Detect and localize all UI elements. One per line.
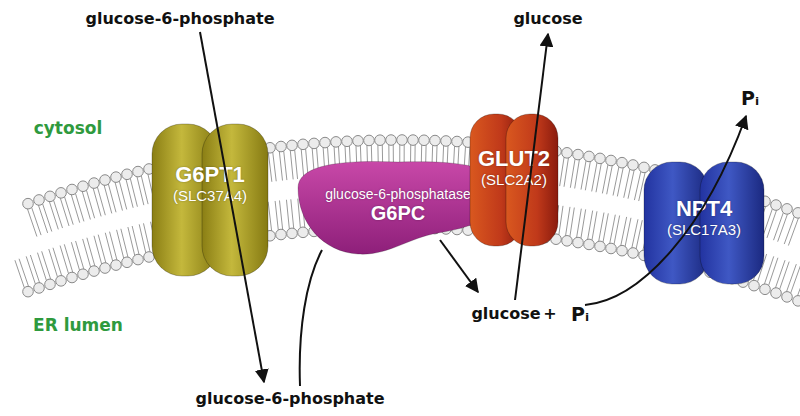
lipid-head: [397, 135, 408, 146]
lipid-head: [584, 239, 595, 250]
lipid-head: [573, 237, 584, 248]
lipid-head: [89, 266, 100, 277]
lipid-head: [419, 135, 430, 146]
lipid-head: [56, 188, 67, 199]
compartment-label: ER lumen: [33, 315, 123, 335]
lipid-head: [430, 135, 441, 146]
protein-name: G6PC: [371, 202, 425, 225]
lipid-head: [133, 166, 144, 177]
lipid-head: [452, 136, 463, 147]
lipid-head: [771, 288, 782, 299]
lipid-head: [595, 153, 606, 164]
lipid-head: [287, 140, 298, 151]
metabolite-label: glucose: [513, 9, 582, 28]
lipid-head: [562, 236, 573, 247]
lipid-head: [45, 191, 56, 202]
lipid-head: [111, 172, 122, 183]
transport-arrow: [515, 34, 548, 300]
lipid-head: [353, 136, 364, 147]
lipid-head: [100, 175, 111, 186]
lipid-head: [782, 204, 793, 215]
lipid-head: [595, 241, 606, 252]
metabolite-label: +: [543, 304, 556, 323]
metabolite-label: Pᵢ: [571, 303, 589, 325]
metabolite-label: glucose-6-phosphate: [85, 9, 274, 28]
lipid-head: [122, 257, 133, 268]
lipid-head: [364, 135, 375, 146]
compartment-label: cytosol: [34, 118, 103, 138]
lipid-head: [133, 254, 144, 265]
lipid-head: [628, 160, 639, 171]
lipid-head: [56, 276, 67, 287]
lipid-head: [34, 195, 45, 206]
lipid-head: [276, 141, 287, 152]
lipid-head: [760, 284, 771, 295]
lipid-head: [298, 227, 309, 238]
transporter-protein: NPT4(SLC17A3): [640, 158, 768, 288]
lipid-head: [749, 280, 760, 291]
lipid-head: [628, 248, 639, 259]
substrate-line: [300, 250, 322, 386]
transport-arrow: [200, 32, 264, 382]
lipid-head: [331, 137, 342, 148]
protein-name: G6PT1: [175, 162, 245, 187]
lipid-head: [34, 283, 45, 294]
lipid-head: [287, 228, 298, 239]
lipid-head: [617, 245, 628, 256]
lipid-head: [78, 181, 89, 192]
lipid-head: [298, 139, 309, 150]
metabolite-label: glucose-6-phosphate: [195, 389, 384, 408]
protein-name: NPT4: [676, 196, 732, 221]
lipid-head: [122, 169, 133, 180]
metabolite-label: glucose: [471, 304, 540, 323]
lipid-heads: [23, 135, 800, 306]
protein-subtitle: (SLC2A2): [481, 171, 547, 188]
lipid-head: [67, 272, 78, 283]
lipid-head: [584, 151, 595, 162]
lipid-head: [23, 198, 34, 209]
lipid-head: [111, 260, 122, 271]
transporter-protein: G6PT1(SLC37A4): [150, 120, 270, 280]
lipid-head: [100, 263, 111, 274]
lipid-head: [45, 279, 56, 290]
lipid-head: [320, 137, 331, 148]
lipid-head: [408, 135, 419, 146]
lipid-head: [782, 292, 793, 303]
protein-subtitle: (SLC37A4): [173, 187, 247, 204]
lipid-head: [78, 269, 89, 280]
lipid-head: [441, 136, 452, 147]
lipid-head: [793, 208, 800, 219]
lipid-head: [89, 178, 100, 189]
lipid-tails: [15, 140, 800, 302]
protein-subtitle: (SLC17A3): [667, 221, 741, 238]
lipid-head: [375, 135, 386, 146]
protein-text: G6PT1(SLC37A4): [150, 162, 270, 205]
lipid-head: [606, 243, 617, 254]
lipid-head: [562, 148, 573, 159]
lipid-head: [793, 296, 800, 307]
transporter-protein: GLUT2(SLC2A2): [468, 110, 560, 250]
lipid-head: [639, 162, 650, 173]
transport-arrow: [585, 116, 746, 305]
metabolite-label: Pᵢ: [741, 87, 759, 109]
protein-text: GLUT2(SLC2A2): [468, 146, 560, 189]
protein-name: GLUT2: [478, 146, 550, 171]
lipid-head: [617, 157, 628, 168]
product-arrow: [440, 240, 478, 292]
lipid-head: [606, 155, 617, 166]
lipid-head: [23, 286, 34, 297]
lipid-head: [309, 138, 320, 149]
lipid-head: [573, 149, 584, 160]
lipid-head: [771, 200, 782, 211]
protein-text: NPT4(SLC17A3): [640, 196, 768, 239]
lipid-head: [386, 135, 397, 146]
lipid-head: [342, 136, 353, 147]
protein-subtitle: glucose-6-phosphatase: [325, 186, 471, 202]
lipid-head: [67, 184, 78, 195]
lipid-head: [276, 229, 287, 240]
